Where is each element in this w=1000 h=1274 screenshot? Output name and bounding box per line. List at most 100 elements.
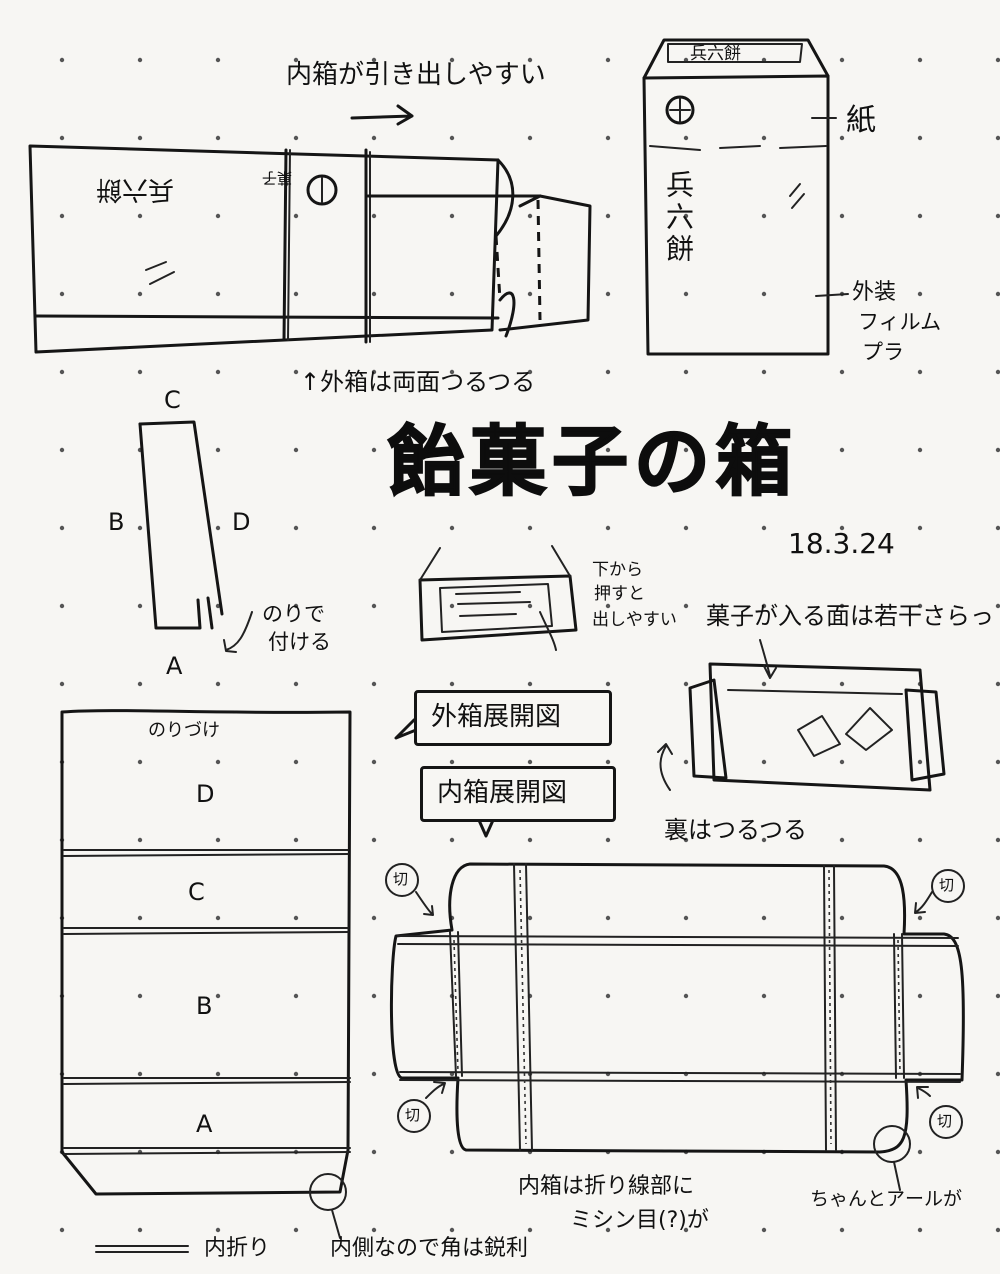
package-top-label: 兵六餅: [690, 44, 741, 64]
cut-marker: [397, 1099, 431, 1133]
grid-dot: [59, 213, 65, 219]
fold-legend-label: 内折り: [204, 1236, 271, 1261]
grid-dot: [137, 57, 143, 63]
grid-dot: [215, 1071, 221, 1077]
grid-dot: [917, 291, 923, 297]
grid-dot: [137, 837, 143, 843]
grid-dot: [137, 603, 143, 609]
grid-dot: [995, 213, 1000, 219]
outer-net-panel-b: B: [196, 992, 213, 1020]
grid-dot: [59, 681, 65, 687]
grid-dot: [839, 213, 845, 219]
grid-dot: [761, 993, 767, 999]
grid-dot: [605, 213, 611, 219]
grid-dot: [137, 525, 143, 531]
grid-dot: [527, 213, 533, 219]
grid-dot: [215, 681, 221, 687]
outer-box-caption: ↑外箱は両面つるつる: [300, 368, 536, 396]
grid-dot: [527, 759, 533, 765]
grid-dot: [839, 447, 845, 453]
grid-dot: [371, 57, 377, 63]
grid-dot: [917, 213, 923, 219]
grid-dot: [839, 759, 845, 765]
outer-box-net: [60, 709, 352, 1239]
grid-dot: [995, 915, 1000, 921]
grid-dot: [917, 759, 923, 765]
grid-dot: [917, 525, 923, 531]
grid-dot: [293, 681, 299, 687]
grid-dot: [215, 759, 221, 765]
inner-net-bubble-label: 内箱展開図: [437, 778, 568, 808]
grid-dot: [917, 135, 923, 141]
grid-dot: [683, 681, 689, 687]
glue-note-line: 付ける: [268, 630, 331, 654]
candy-face-caption: 菓子が入る面は若干さらっ: [706, 602, 994, 630]
grid-dot: [839, 603, 845, 609]
grid-dot: [137, 369, 143, 375]
grid-dot: [137, 759, 143, 765]
grid-dot: [215, 369, 221, 375]
grid-dot: [371, 1071, 377, 1077]
grid-dot: [683, 1227, 689, 1233]
grid-dot: [839, 993, 845, 999]
grid-dot: [995, 369, 1000, 375]
page-title: 飴菓子の箱: [387, 417, 798, 506]
grid-dot: [839, 681, 845, 687]
grid-dot: [137, 915, 143, 921]
inner-net-bubble: 内箱展開図: [420, 766, 616, 822]
grid-dot: [527, 447, 533, 453]
paper-note: 紙: [846, 103, 876, 138]
outer-net-panel-c: C: [188, 878, 205, 906]
grid-dot: [605, 291, 611, 297]
grid-dot: [917, 603, 923, 609]
film-note-line: プラ: [862, 340, 904, 364]
cut-label: 切: [937, 1112, 953, 1130]
grid-dot: [605, 525, 611, 531]
cut-marker: [385, 863, 419, 897]
grid-dot: [137, 1071, 143, 1077]
grid-dot: [371, 291, 377, 297]
box-print-small: 菓子: [262, 169, 293, 187]
grid-dot: [605, 993, 611, 999]
film-note-line: 外装: [852, 280, 897, 305]
glue-note-line: のりで: [262, 602, 325, 626]
grid-dot: [59, 135, 65, 141]
grid-dot: [605, 681, 611, 687]
fold-legend-line: [95, 1245, 189, 1253]
grid-dot: [995, 57, 1000, 63]
right-arrow-icon: [350, 104, 414, 126]
grid-dot: [761, 135, 767, 141]
grid-dot: [371, 993, 377, 999]
grid-dot: [293, 57, 299, 63]
grid-dot: [917, 915, 923, 921]
grid-dot: [59, 447, 65, 453]
outer-net-panel-a: A: [196, 1110, 213, 1138]
perforation-note-line: ミシン目(?)が: [570, 1208, 709, 1233]
package-sketch: [642, 38, 849, 356]
grid-dot: [293, 603, 299, 609]
outer-net-bubble-label: 外箱展開図: [431, 702, 562, 732]
grid-dot: [449, 369, 455, 375]
grid-dot: [761, 1227, 767, 1233]
grid-dot: [371, 1149, 377, 1155]
grid-dot: [917, 369, 923, 375]
candy-tray-sketch: [657, 639, 946, 792]
grid-dot: [605, 369, 611, 375]
grid-dot: [995, 1149, 1000, 1155]
grid-dot: [839, 525, 845, 531]
grid-dot: [683, 759, 689, 765]
dot-grid: [59, 57, 1000, 1233]
grid-dot: [293, 1227, 299, 1233]
grid-dot: [605, 1227, 611, 1233]
grid-dot: [995, 993, 1000, 999]
grid-dot: [605, 603, 611, 609]
sharp-corner-note: 内側なので角は鋭利: [330, 1236, 529, 1261]
grid-dot: [605, 759, 611, 765]
grid-dot: [995, 1227, 1000, 1233]
grid-dot: [683, 603, 689, 609]
cut-label: 切: [393, 870, 409, 888]
grid-dot: [917, 1227, 923, 1233]
grid-dot: [605, 57, 611, 63]
grid-dot: [59, 291, 65, 297]
grid-dot: [917, 993, 923, 999]
